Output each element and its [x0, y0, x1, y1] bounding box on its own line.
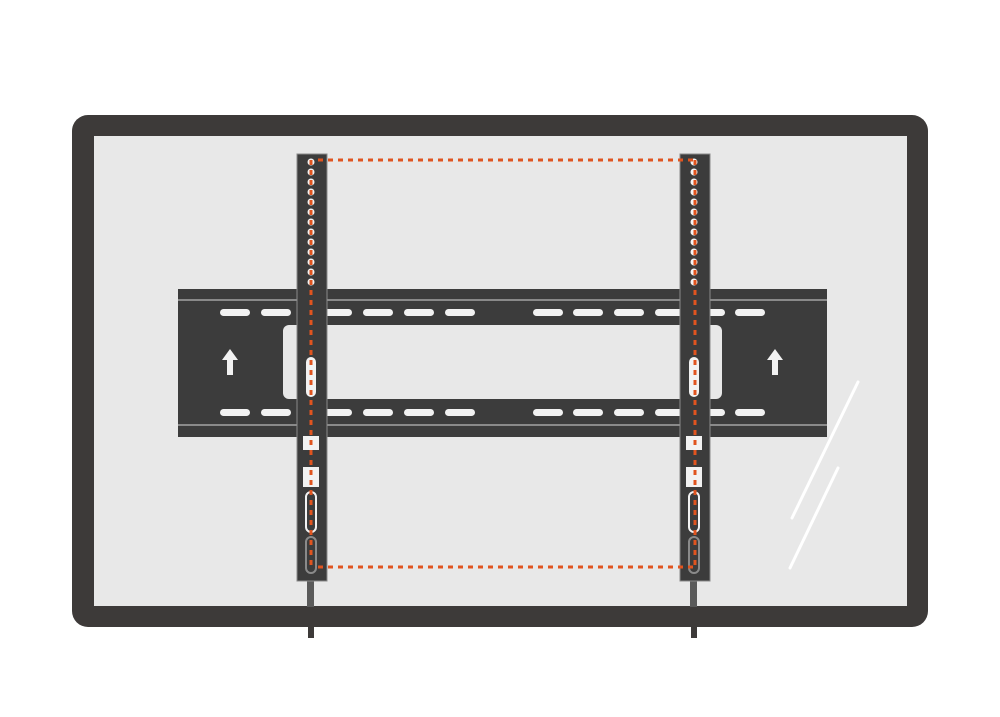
- up-arrow-icon: [767, 349, 783, 375]
- mounting-slot: [735, 409, 765, 416]
- screen-glare: [788, 380, 860, 570]
- mounting-slot: [363, 409, 393, 416]
- mounting-slot: [614, 409, 644, 416]
- mounting-slot: [261, 409, 291, 416]
- mounting-slot: [573, 409, 603, 416]
- mounting-slot: [322, 409, 352, 416]
- mounting-slot: [655, 409, 685, 416]
- mounting-slot: [655, 309, 685, 316]
- vesa-guide-rectangle: [309, 158, 697, 569]
- mounting-slot: [404, 309, 434, 316]
- up-arrow-icon: [222, 349, 238, 375]
- plate-cutout: [283, 325, 722, 399]
- right-leg-bottom: [691, 620, 697, 638]
- mounting-slot: [363, 309, 393, 316]
- mounting-slot: [322, 309, 352, 316]
- mounting-slot: [445, 309, 475, 316]
- vertical-arm: [296, 153, 328, 607]
- left-leg-bottom: [308, 620, 314, 638]
- mounting-slot: [573, 309, 603, 316]
- mounting-slot: [220, 409, 250, 416]
- mounting-slot: [614, 309, 644, 316]
- mounting-slot: [533, 309, 563, 316]
- mounting-slot: [261, 309, 291, 316]
- vertical-arm: [679, 153, 711, 607]
- horizontal-wall-plate: [178, 289, 827, 437]
- mounting-slot: [220, 309, 250, 316]
- mounting-slot: [735, 309, 765, 316]
- mounting-slot: [533, 409, 563, 416]
- mounting-slot: [404, 409, 434, 416]
- mounting-slot: [445, 409, 475, 416]
